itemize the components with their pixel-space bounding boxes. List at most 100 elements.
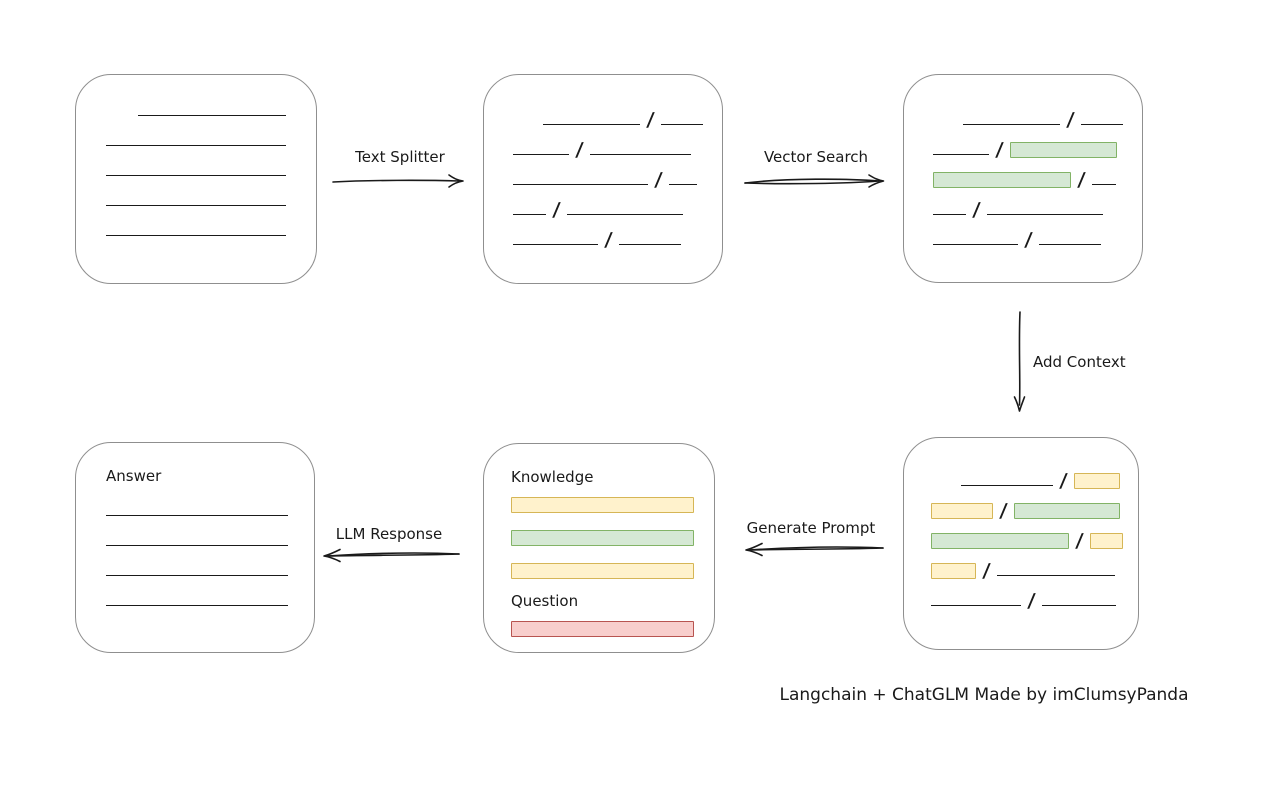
text-line: [106, 605, 288, 606]
document-row: [106, 502, 314, 519]
add-context-arrow: [1013, 311, 1026, 412]
slash-separator: /: [998, 500, 1009, 522]
answer-body: Answer: [76, 443, 314, 609]
document-row: [106, 132, 316, 149]
text-line: [986, 214, 1103, 215]
text-line: [106, 545, 288, 546]
slash-separator: /: [1026, 590, 1037, 612]
slash-separator: /: [1076, 169, 1087, 191]
llm-response-arrow: [323, 548, 460, 563]
answer-document-node: Answer: [75, 442, 315, 653]
text-line: [933, 244, 1018, 245]
document-row: [106, 222, 316, 239]
green-highlight-box: [1013, 503, 1120, 519]
yellow-highlight-box: [931, 563, 976, 579]
credit-caption: Langchain + ChatGLM Made by imClumsyPand…: [779, 685, 1189, 705]
document-row: /: [933, 199, 1142, 221]
document-row: [106, 192, 316, 209]
knowledge-label: Knowledge: [511, 468, 594, 486]
llm-response-label: LLM Response: [335, 525, 443, 543]
slash-separator: /: [551, 199, 562, 221]
text-line: [660, 124, 703, 125]
text-line: [106, 235, 286, 236]
text-line: [933, 214, 966, 215]
context-document-lines: / / / / /: [904, 438, 1138, 612]
answer-document-lines: [106, 502, 314, 609]
text-line: [589, 154, 691, 155]
red-highlight-box: [511, 621, 694, 637]
text-line: [138, 115, 286, 116]
text-line: [1041, 605, 1116, 606]
prompt-body: Knowledge Question: [484, 444, 714, 637]
text-line: [963, 124, 1060, 125]
text-line: [618, 244, 681, 245]
text-line: [513, 154, 569, 155]
text-line: [106, 145, 286, 146]
generate-prompt-arrow: [745, 542, 884, 557]
document-row: [511, 529, 714, 546]
text-splitter-label: Text Splitter: [355, 148, 445, 166]
green-highlight-box: [931, 533, 1069, 549]
document-row: /: [543, 109, 722, 131]
vector-search-arrow: [744, 174, 885, 188]
document-row: /: [931, 590, 1138, 612]
slash-separator: /: [653, 169, 664, 191]
split-document-lines: / / / / /: [484, 75, 722, 251]
document-row: /: [933, 169, 1142, 191]
text-line: [106, 515, 288, 516]
slash-separator: /: [1023, 229, 1034, 251]
document-row: /: [931, 560, 1138, 582]
document-row: /: [961, 470, 1138, 492]
document-row: [106, 562, 314, 579]
slash-separator: /: [1058, 470, 1069, 492]
yellow-highlight-box: [511, 497, 694, 513]
text-line: [566, 214, 683, 215]
text-line: [931, 605, 1021, 606]
slash-separator: /: [981, 560, 992, 582]
slash-separator: /: [574, 139, 585, 161]
document-row: [106, 592, 314, 609]
document-row: /: [933, 229, 1142, 251]
document-row: [138, 102, 316, 119]
document-row: /: [963, 109, 1142, 131]
slash-separator: /: [971, 199, 982, 221]
document-row: /: [513, 169, 722, 191]
text-line: [1091, 184, 1116, 185]
question-label: Question: [511, 592, 579, 610]
text-line: [106, 205, 286, 206]
text-line: [106, 175, 286, 176]
text-line: [513, 184, 648, 185]
green-highlight-box: [511, 530, 694, 546]
green-highlight-box: [933, 172, 1071, 188]
green-highlight-box: [1009, 142, 1117, 158]
search-result-document-lines: / / / / /: [904, 75, 1142, 251]
text-line: [1080, 124, 1123, 125]
document-row: [106, 532, 314, 549]
generate-prompt-label: Generate Prompt: [746, 519, 876, 537]
add-context-label: Add Context: [1033, 353, 1126, 371]
text-splitter-arrow: [332, 174, 464, 188]
split-document-node: / / / / /: [483, 74, 723, 284]
search-result-document-node: / / / / /: [903, 74, 1143, 283]
source-document-lines: [76, 75, 316, 239]
document-row: /: [513, 199, 722, 221]
slash-separator: /: [1065, 109, 1076, 131]
prompt-node: Knowledge Question: [483, 443, 715, 653]
document-row: /: [513, 229, 722, 251]
document-row: /: [933, 139, 1142, 161]
document-row: [511, 562, 714, 579]
text-line: [933, 154, 989, 155]
slash-separator: /: [645, 109, 656, 131]
yellow-highlight-box: [1089, 533, 1123, 549]
text-line: [513, 244, 598, 245]
document-row: [511, 496, 714, 513]
answer-label: Answer: [106, 467, 162, 485]
context-document-node: / / / / /: [903, 437, 1139, 650]
yellow-highlight-box: [931, 503, 993, 519]
document-row: [511, 620, 714, 637]
knowledge-bars: [511, 496, 714, 579]
document-row: /: [931, 530, 1138, 552]
text-line: [668, 184, 697, 185]
question-bars: [511, 620, 714, 637]
